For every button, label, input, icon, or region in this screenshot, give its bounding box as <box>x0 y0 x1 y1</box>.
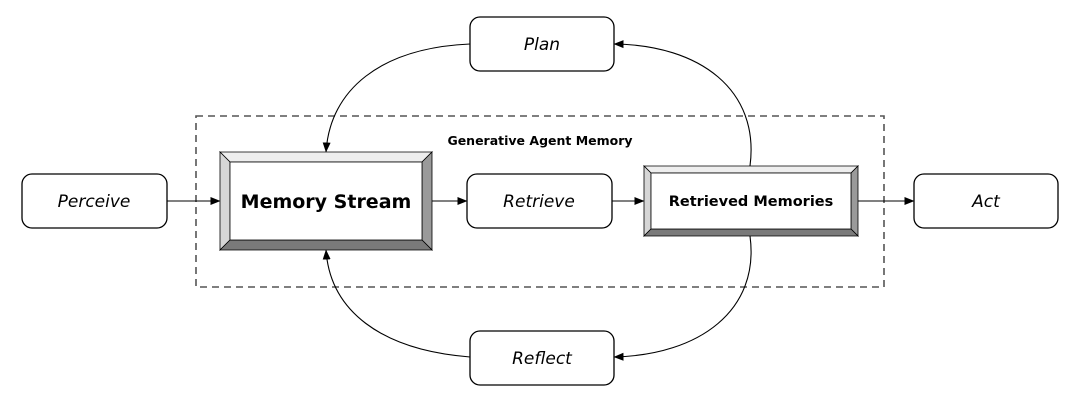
retrieved-memories-bevel-bottom <box>643 228 859 237</box>
node-reflect-box <box>469 330 615 386</box>
node-reflect: Reflect <box>469 330 615 386</box>
retrieved-memories-bevel-top <box>643 165 859 174</box>
edge-retrieved-memories-to-plan <box>613 40 752 167</box>
node-act: Act <box>913 173 1059 229</box>
node-retrieve: Retrieve <box>466 173 613 229</box>
node-retrieve-label: Retrieve <box>503 192 575 212</box>
node-memory-stream: Memory Stream <box>219 151 433 251</box>
edges <box>167 40 915 361</box>
node-plan: Plan <box>469 16 615 72</box>
node-retrieved-memories: Retrieved Memories <box>643 165 859 237</box>
memory-stream-face <box>229 161 423 241</box>
node-plan-box <box>469 16 615 72</box>
node-retrieve-box <box>466 173 613 229</box>
memory-stream-bevel-bottom <box>219 239 433 251</box>
node-perceive-box <box>21 173 168 229</box>
memory-stream-bevel-top <box>219 151 433 163</box>
node-plan-label: Plan <box>524 35 560 55</box>
memory-stream-bevel-right <box>421 151 433 251</box>
node-perceive-label: Perceive <box>58 192 131 212</box>
memory-stream-label: Memory Stream <box>241 191 412 213</box>
retrieved-memories-label: Retrieved Memories <box>669 194 834 210</box>
retrieved-memories-face <box>650 172 852 230</box>
edge-retrieved-memories-to-reflect <box>613 235 752 361</box>
node-reflect-label: Reflect <box>512 349 573 369</box>
memory-stream-bevel-left <box>219 151 231 251</box>
node-perceive: Perceive <box>21 173 168 229</box>
retrieved-memories-bevel-left <box>643 165 652 237</box>
edge-reflect-to-memory-stream <box>322 249 471 358</box>
node-act-box <box>913 173 1059 229</box>
retrieved-memories-bevel-right <box>850 165 859 237</box>
edge-plan-to-memory-stream <box>322 43 471 153</box>
node-act-label: Act <box>971 192 1001 212</box>
region-title: Generative Agent Memory <box>447 133 632 148</box>
